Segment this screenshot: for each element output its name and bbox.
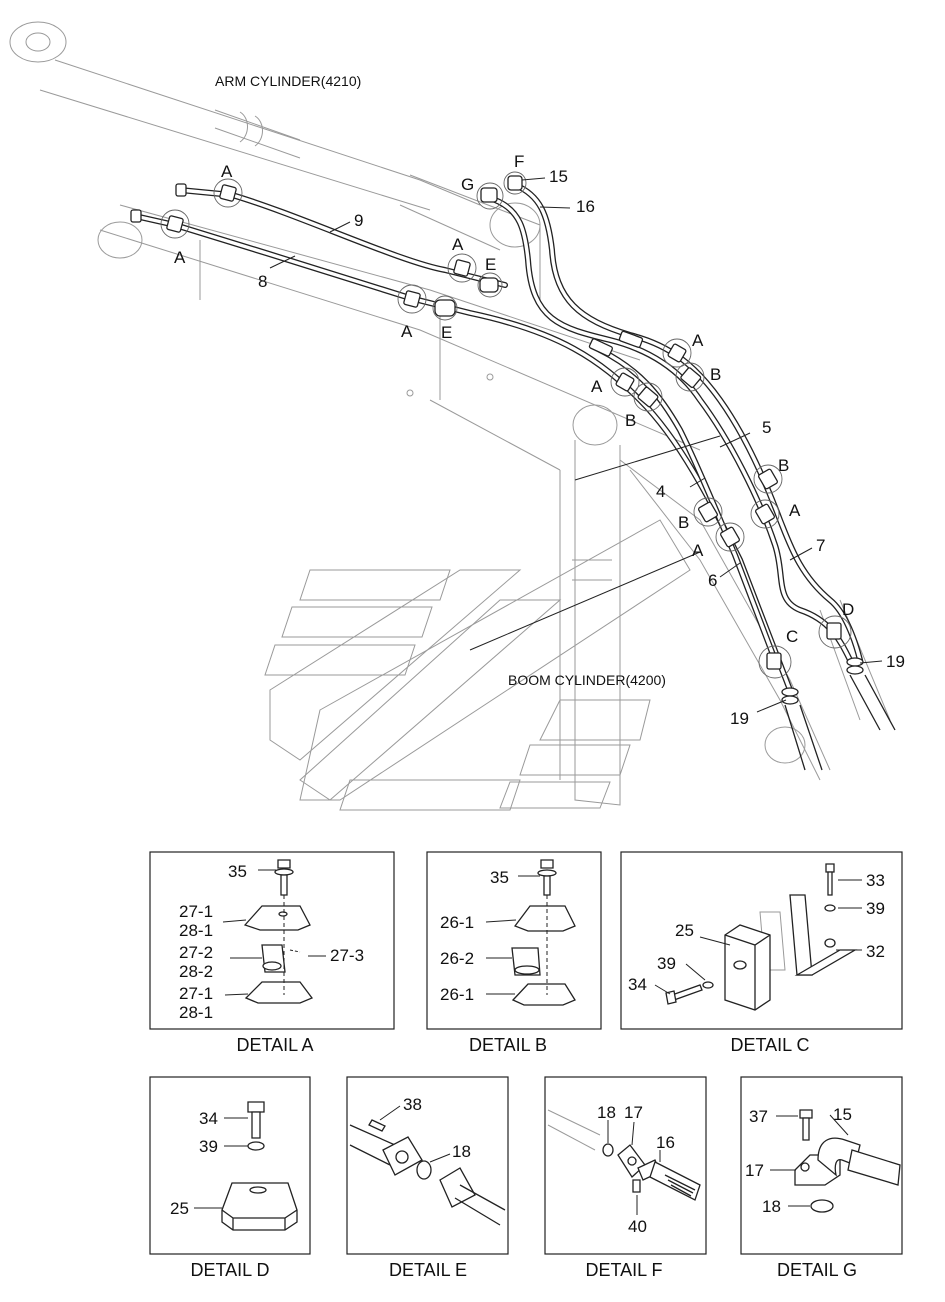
detail-f-label-16: 16: [656, 1133, 675, 1152]
detail-f-parts: [547, 1109, 701, 1201]
detail-b-label-26-1-top: 26-1: [440, 913, 474, 932]
detail-c-label-33: 33: [866, 871, 885, 890]
detail-c-label-25: 25: [675, 921, 694, 940]
detail-d-label-39: 39: [199, 1137, 218, 1156]
detail-a: 35 27-1 28-1 27-2 28-2 27-3 27-1 28-1 DE…: [149, 851, 395, 1055]
detail-b-caption: DETAIL B: [469, 1035, 547, 1055]
detail-location-circles: [160, 171, 852, 679]
detail-b: 35 26-1 26-2 26-1 DETAIL B: [426, 851, 602, 1055]
pipe-4: [597, 347, 778, 663]
callout-A1: A: [221, 162, 233, 181]
callout-A4: A: [401, 322, 413, 341]
detail-f-label-17: 17: [624, 1103, 643, 1122]
detail-d-parts: [221, 1101, 298, 1231]
detail-a-label-27-2: 27-2: [179, 943, 213, 962]
detail-c-caption: DETAIL C: [730, 1035, 809, 1055]
callout-4: 4: [656, 482, 665, 501]
detail-a-label-27-1-bottom: 27-1: [179, 984, 213, 1003]
boom-cylinder-label: BOOM CYLINDER(4200): [508, 672, 666, 688]
pipe-end-fittings: [130, 175, 896, 771]
detail-g-label-18: 18: [762, 1197, 781, 1216]
detail-d-label-34: 34: [199, 1109, 218, 1128]
background-logo-shapes: [264, 519, 691, 811]
detail-f: 18 17 16 40 DETAIL F: [544, 1076, 707, 1280]
clamp-symbols: [166, 184, 842, 670]
callout-G: G: [461, 175, 474, 194]
detail-f-label-18: 18: [597, 1103, 616, 1122]
callout-B4: B: [678, 513, 689, 532]
pipe-16: [512, 182, 863, 663]
callout-A5: A: [692, 331, 704, 350]
pipe-9: [177, 187, 508, 288]
detail-e-parts: [349, 1119, 506, 1226]
callout-8: 8: [258, 272, 267, 291]
callout-A6: A: [591, 377, 603, 396]
detail-g-parts: [794, 1109, 901, 1213]
arm-cylinder-label: ARM CYLINDER(4210): [215, 73, 361, 89]
callout-6: 6: [708, 571, 717, 590]
detail-a-caption: DETAIL A: [236, 1035, 313, 1055]
callout-5: 5: [762, 418, 771, 437]
callout-E1: E: [485, 255, 496, 274]
detail-a-label-35: 35: [228, 862, 247, 881]
callout-A7: A: [789, 501, 801, 520]
detail-a-label-28-2: 28-2: [179, 962, 213, 981]
main-callouts: 15 16 9 8 5 4 7 6 19 19 F G A A A A A A …: [174, 152, 905, 728]
detail-e-label-18: 18: [452, 1142, 471, 1161]
callout-A3: A: [452, 235, 464, 254]
detail-a-label-28-1-bottom: 28-1: [179, 1003, 213, 1022]
detail-f-caption: DETAIL F: [585, 1260, 662, 1280]
callout-B3: B: [778, 456, 789, 475]
detail-g-caption: DETAIL G: [777, 1260, 857, 1280]
detail-c-label-39-right: 39: [866, 899, 885, 918]
detail-b-label-26-2: 26-2: [440, 949, 474, 968]
detail-g-label-15: 15: [833, 1105, 852, 1124]
callout-B1: B: [710, 365, 721, 384]
detail-c-label-39-left: 39: [657, 954, 676, 973]
detail-c-parts: [665, 863, 858, 1011]
detail-f-label-40: 40: [628, 1217, 647, 1236]
detail-g-label-17: 17: [745, 1161, 764, 1180]
detail-b-parts: [511, 859, 576, 1006]
callout-B2: B: [625, 411, 636, 430]
detail-d-caption: DETAIL D: [190, 1260, 269, 1280]
callout-A8: A: [692, 541, 704, 560]
detail-c-label-32: 32: [866, 942, 885, 961]
detail-a-label-27-1-top: 27-1: [179, 902, 213, 921]
callout-16: 16: [576, 197, 595, 216]
callout-A2: A: [174, 248, 186, 267]
detail-b-label-26-1-bottom: 26-1: [440, 985, 474, 1004]
callout-E2: E: [441, 323, 452, 342]
detail-a-label-28-1-top: 28-1: [179, 921, 213, 940]
pipe-15: [492, 197, 853, 663]
detail-d: 34 39 25 DETAIL D: [149, 1076, 311, 1280]
detail-c-label-34: 34: [628, 975, 647, 994]
callout-15: 15: [549, 167, 568, 186]
callout-19-right: 19: [886, 652, 905, 671]
callout-19-left: 19: [730, 709, 749, 728]
detail-a-label-27-3: 27-3: [330, 946, 364, 965]
callout-7: 7: [816, 536, 825, 555]
leader-lines: [269, 177, 883, 713]
detail-g-label-37: 37: [749, 1107, 768, 1126]
boom-structure-outline: [9, 21, 891, 806]
detail-a-parts: [243, 859, 314, 1004]
callout-F: F: [514, 152, 524, 171]
callout-D: D: [842, 600, 854, 619]
callout-C: C: [786, 627, 798, 646]
detail-e-caption: DETAIL E: [389, 1260, 467, 1280]
detail-e: 38 18 DETAIL E: [346, 1076, 509, 1280]
detail-e-label-38: 38: [403, 1095, 422, 1114]
pipe-8: [132, 213, 793, 693]
detail-b-label-35: 35: [490, 868, 509, 887]
callout-9: 9: [354, 211, 363, 230]
detail-c: 33 39 25 32 39 34 DETAIL C: [620, 851, 903, 1055]
detail-g: 37 15 17 18 DETAIL G: [740, 1076, 903, 1280]
detail-d-label-25: 25: [170, 1199, 189, 1218]
